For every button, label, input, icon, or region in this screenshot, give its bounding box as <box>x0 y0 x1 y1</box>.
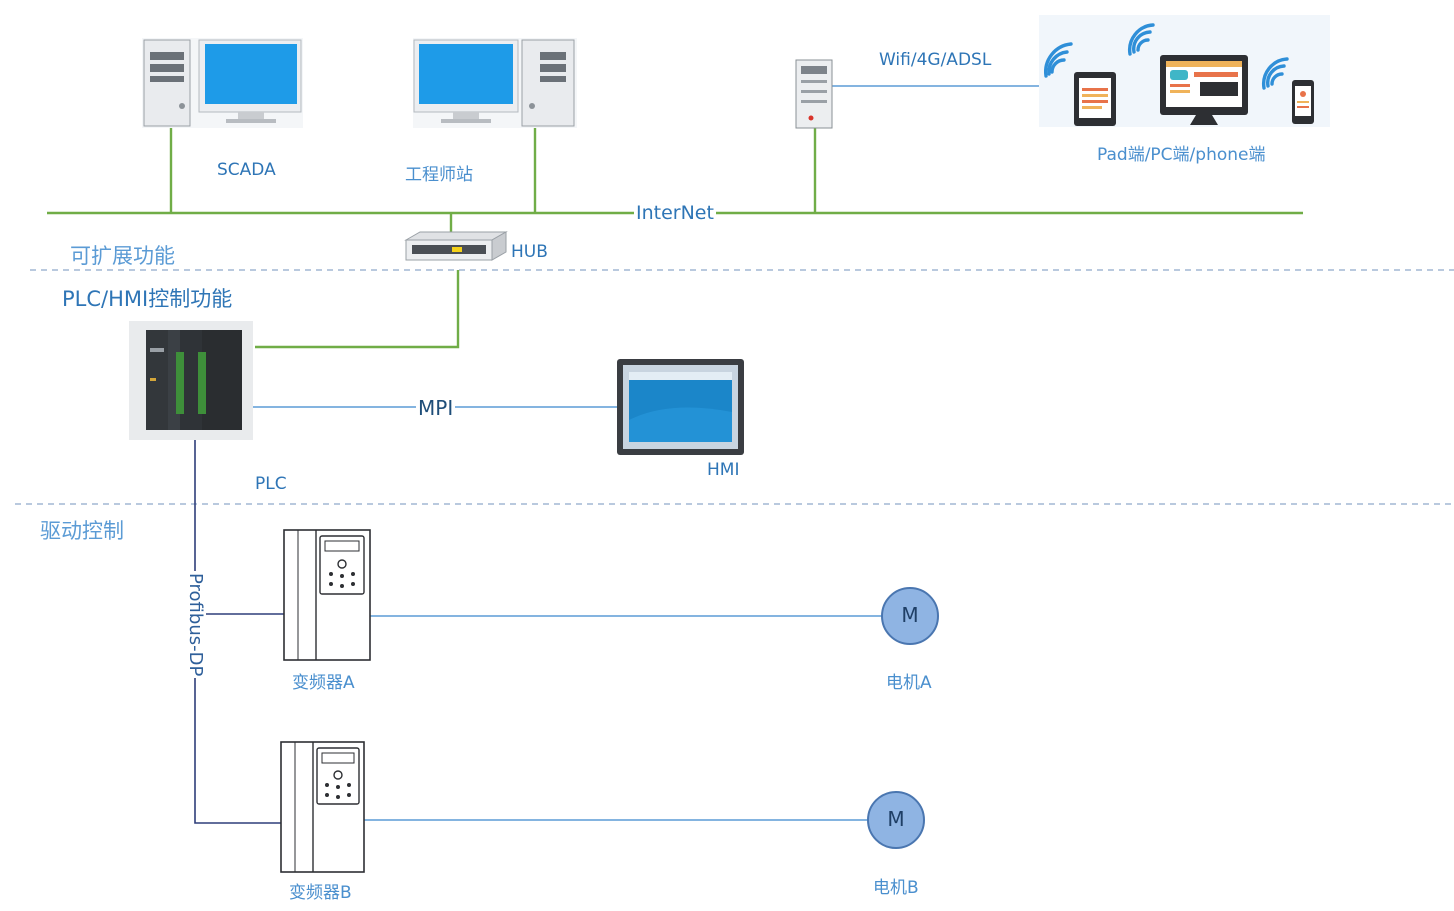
scada-workstation-icon <box>142 38 303 128</box>
vfd-a-label: 变频器A <box>292 673 355 693</box>
motor-a-label: 电机A <box>886 673 932 693</box>
hub-plc-link <box>255 270 460 349</box>
plc-label: PLC <box>255 474 287 494</box>
scada-label: SCADA <box>217 160 276 180</box>
hmi-icon <box>617 359 744 455</box>
motor-b-label: 电机B <box>873 878 919 898</box>
vfd-b-icon <box>280 741 365 873</box>
profibus-bus <box>194 440 281 824</box>
client-devices-icon <box>1039 15 1330 127</box>
vfd-a-icon <box>283 529 371 661</box>
wifi-icon-center <box>1127 23 1155 56</box>
internet-label: InterNet <box>634 202 716 224</box>
vfd-b-label: 变频器B <box>289 883 352 903</box>
section-plc-hmi-title: PLC/HMI控制功能 <box>62 287 233 311</box>
wifi-icon-left <box>1043 42 1073 78</box>
motor-b-icon <box>867 791 925 849</box>
hmi-label: HMI <box>707 460 740 480</box>
motor-a-icon <box>881 587 939 645</box>
plc-icon <box>129 321 253 440</box>
engineer-workstation-icon <box>413 38 577 128</box>
hub-label: HUB <box>511 242 548 262</box>
section-extend-title: 可扩展功能 <box>70 244 175 268</box>
profibus-label: Profibus-DP <box>185 571 206 679</box>
section-drive-title: 驱动控制 <box>40 519 124 543</box>
hub-icon <box>404 231 508 261</box>
motor-b-symbol: M <box>887 807 905 831</box>
motor-a-symbol: M <box>901 603 919 627</box>
wifi-label: Wifi/4G/ADSL <box>879 50 992 70</box>
wifi-icon-right <box>1261 57 1289 90</box>
server-icon <box>795 59 833 129</box>
clients-label: Pad端/PC端/phone端 <box>1097 145 1266 165</box>
engineer-station-label: 工程师站 <box>405 165 473 185</box>
mpi-label: MPI <box>416 396 456 420</box>
